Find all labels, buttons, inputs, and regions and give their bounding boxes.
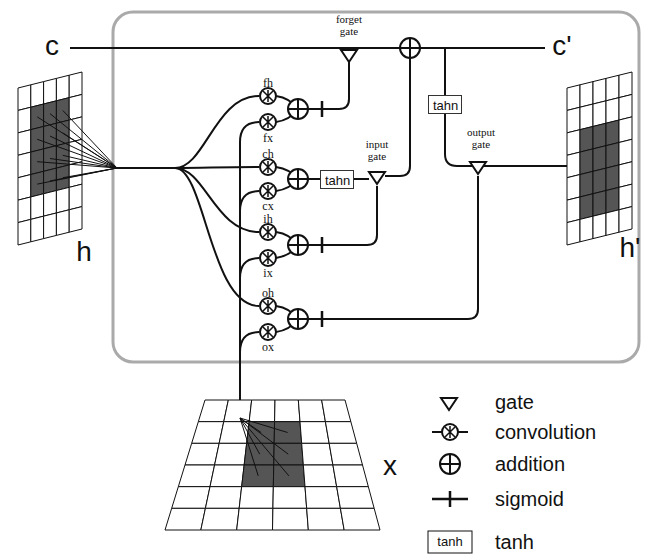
- tanh-box: tahn: [428, 95, 462, 114]
- legend-text: convolution: [495, 422, 596, 443]
- conv-name: ch: [262, 148, 273, 161]
- legend-symbols: [428, 398, 472, 553]
- legend-text: addition: [495, 454, 565, 475]
- gate-symbol: [369, 172, 385, 184]
- feature-map-grids: [18, 72, 632, 530]
- conv-name: oh: [262, 287, 274, 300]
- output-wire: [445, 48, 567, 166]
- input-wire: [240, 332, 259, 352]
- state-name: c: [45, 31, 59, 60]
- input-wire: [240, 191, 259, 211]
- cell-boundary: [113, 12, 639, 362]
- legend-symbol-text: tanh: [437, 535, 462, 549]
- gate-name: forget gate: [329, 14, 369, 37]
- addition-symbol: [288, 38, 420, 329]
- legend-text: tanh: [495, 532, 534, 553]
- conv-name: ox: [262, 341, 274, 354]
- gate-name: input gate: [357, 139, 397, 162]
- hidden-wire: [175, 96, 259, 168]
- legend-text: gate: [495, 392, 534, 413]
- tensor-name: h: [76, 237, 92, 266]
- conv-name: cx: [262, 200, 273, 213]
- hidden-wire: [175, 168, 259, 306]
- convolution-symbol: [260, 88, 276, 340]
- input-wire: [240, 122, 259, 142]
- conv-name: ix: [263, 267, 272, 280]
- sigmoid-symbol: [321, 101, 324, 327]
- input-out-wire: [385, 58, 410, 176]
- conv-name: fx: [263, 132, 273, 145]
- tensor-name: x: [383, 451, 397, 480]
- hidden-wire: [175, 167, 259, 168]
- tanh-label: tahn: [325, 174, 349, 187]
- conv-name: fh: [263, 77, 273, 90]
- forget-wire: [308, 62, 349, 109]
- tanh-box: tahn: [320, 170, 354, 189]
- state-name: c': [552, 31, 571, 60]
- tanh-label: tahn: [433, 99, 457, 112]
- legend-text: sigmoid: [495, 489, 564, 510]
- gate-symbol: [470, 162, 486, 174]
- cell-state-wire: [70, 47, 545, 49]
- gate-name: output gate: [461, 127, 501, 150]
- tensor-name: h': [620, 233, 641, 262]
- output-gate-wire: [308, 176, 478, 319]
- input-wire: [240, 258, 259, 278]
- gate-symbol: [341, 50, 357, 62]
- input-gate-wire: [308, 186, 377, 245]
- hidden-wire: [117, 167, 175, 169]
- conv-name: ih: [263, 213, 272, 226]
- input-wire: [239, 142, 241, 418]
